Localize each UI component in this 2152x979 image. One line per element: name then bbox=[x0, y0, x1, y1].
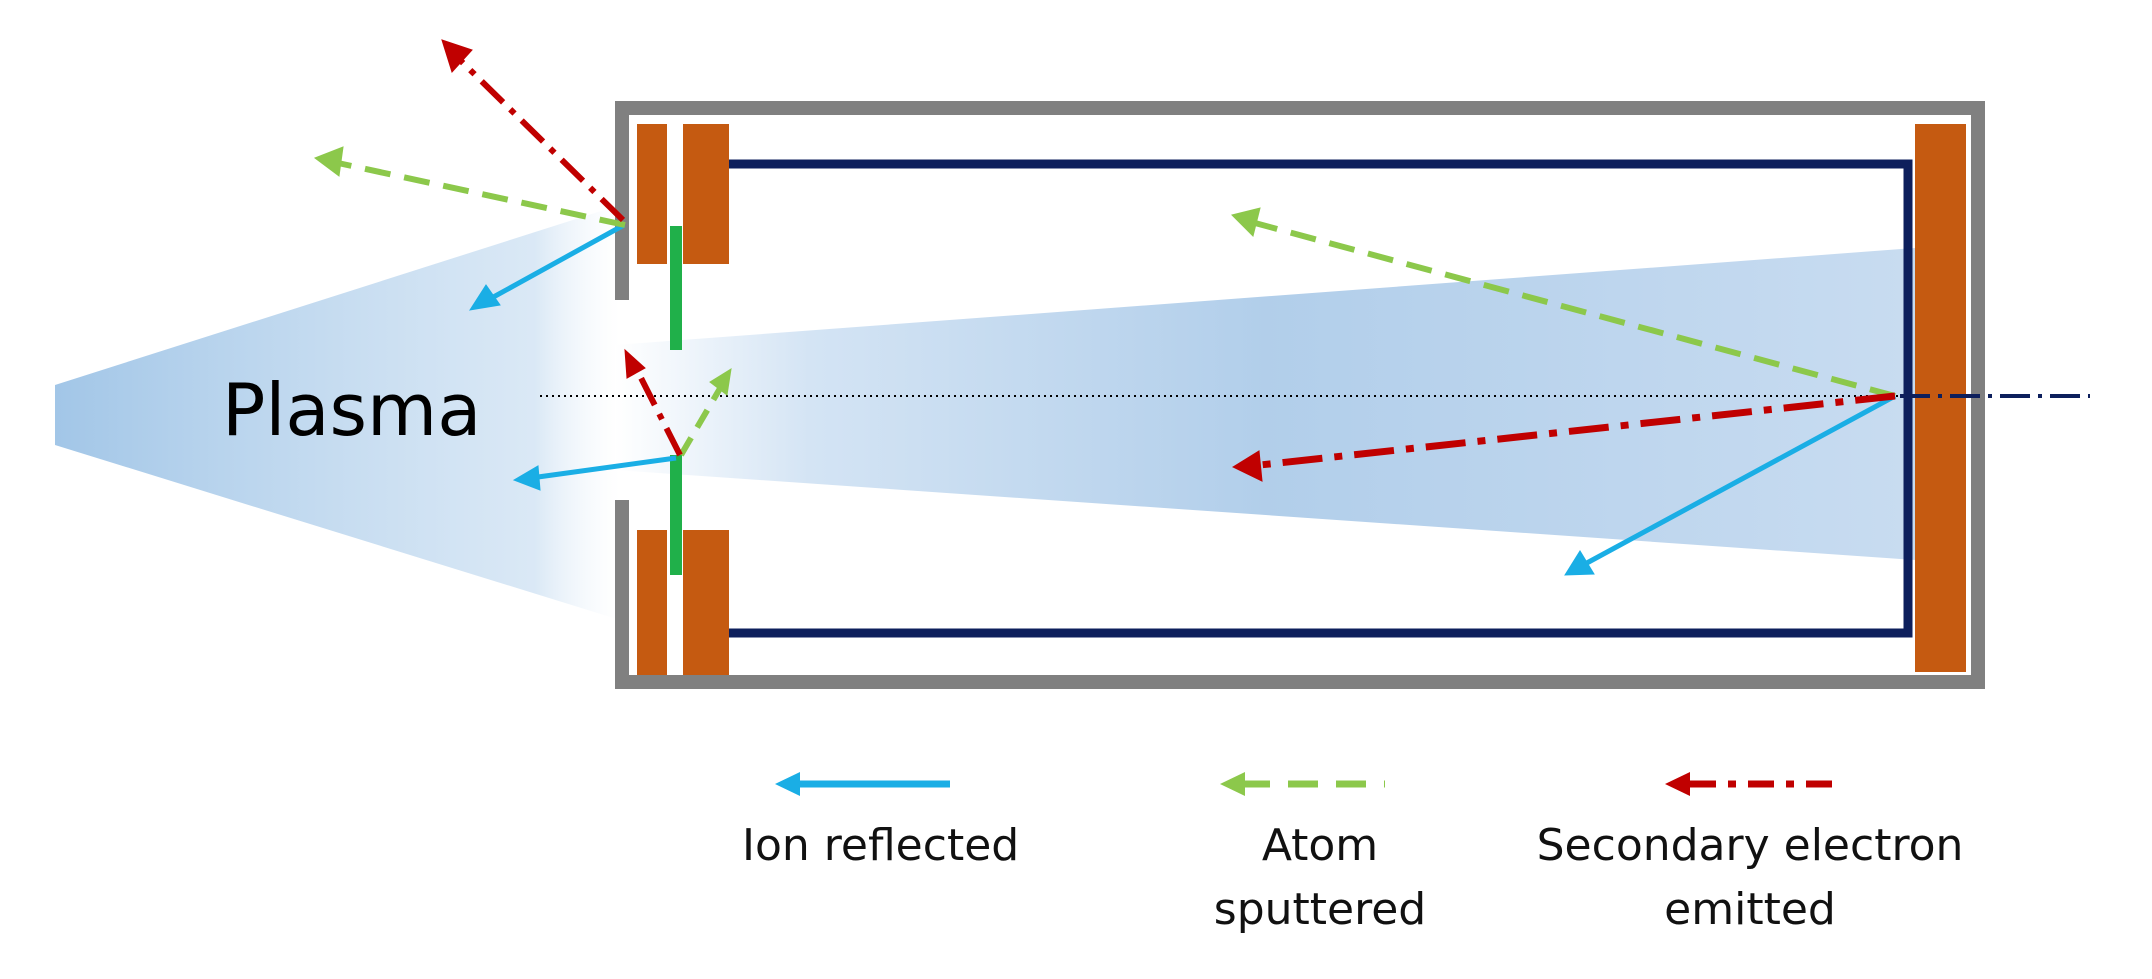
legend-ion-label: Ion reflected bbox=[742, 820, 1019, 871]
front-electrode-bottom-outer bbox=[637, 530, 667, 675]
front-electrode-top-inner bbox=[683, 124, 729, 264]
grid-bottom bbox=[670, 455, 682, 575]
electron-arrows bbox=[441, 39, 1896, 482]
atom-arrows bbox=[313, 146, 1896, 457]
front-electrode-bottom-inner bbox=[683, 530, 729, 675]
legend-electron-arrowhead bbox=[1665, 772, 1690, 796]
ion-arrows bbox=[468, 222, 1897, 576]
legend-atom: Atom sputtered bbox=[1214, 772, 1426, 935]
legend-ion-arrowhead bbox=[775, 772, 800, 796]
legend-electron-label-line1: Secondary electron bbox=[1537, 820, 1964, 871]
inner-tube bbox=[725, 159, 1913, 638]
front-electrode-top-outer bbox=[637, 124, 667, 264]
grid-top bbox=[670, 226, 682, 350]
legend-atom-label-line2: sputtered bbox=[1214, 884, 1426, 935]
legend-atom-label-line1: Atom bbox=[1262, 820, 1378, 871]
ion-beam bbox=[615, 248, 1915, 560]
legend-ion: Ion reflected bbox=[742, 772, 1019, 871]
legend: Ion reflected Atom sputtered Secondary e… bbox=[742, 772, 1963, 935]
plasma-label: Plasma bbox=[222, 368, 481, 452]
legend-electron-label-line2: emitted bbox=[1664, 884, 1836, 935]
legend-atom-arrowhead bbox=[1220, 772, 1245, 796]
legend-electron: Secondary electron emitted bbox=[1537, 772, 1964, 935]
